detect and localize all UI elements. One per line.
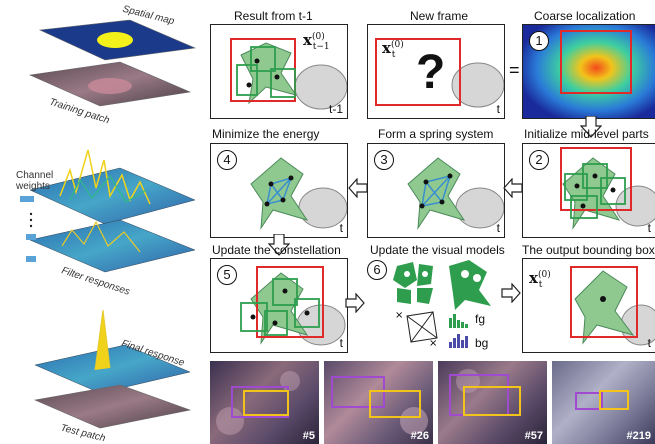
output-panel: x(0)t t (522, 258, 655, 353)
output-illustration (570, 266, 655, 346)
channel-weights-label-1: Channel (16, 170, 54, 181)
constellation-title: Update the constellation (212, 243, 341, 257)
energy-panel: 4 t (210, 143, 348, 238)
result-t-1-title: Result from t-1 (234, 9, 313, 23)
state-symbol: x (303, 31, 312, 49)
spring-corner: t (496, 221, 500, 235)
frame-boxes (449, 369, 521, 416)
new-frame-title: New frame (410, 9, 469, 23)
spatial-map-blob (97, 32, 133, 48)
init-parts-panel: 2 t (522, 143, 655, 238)
left-3d-illustrations (20, 19, 197, 429)
state-sup: (0) (537, 270, 551, 280)
energy-title: Minimize the energy (212, 127, 320, 141)
state-sub: t−1 (312, 42, 330, 52)
tracking-frame-57: #57 (438, 361, 547, 444)
step-4-badge: 4 (217, 150, 237, 170)
spring-illustration (407, 157, 504, 230)
frame-number: #26 (410, 430, 429, 442)
coarse-localization-title: Coarse localization (534, 9, 636, 23)
step-2-badge: 2 (529, 150, 549, 170)
visual-models-area: × × 6 fg bg (367, 258, 505, 353)
arrow-right-6-to-output (501, 283, 521, 303)
channel-weights-label-2: weights (16, 181, 50, 192)
arrow-left-3-to-4 (348, 178, 368, 198)
question-mark: ? (416, 46, 446, 99)
step-6-badge: 6 (367, 260, 387, 280)
final-response-peak (94, 309, 111, 371)
filter-response-peaks-1 (59, 149, 151, 205)
fg-label: fg (475, 312, 486, 326)
state-sub: t (538, 280, 543, 290)
init-parts-illustration (560, 147, 655, 230)
filter-response-plane-2 (29, 219, 196, 273)
svg-text:×: × (429, 338, 437, 349)
state-sub: t (391, 50, 396, 60)
bg-label: bg (475, 336, 489, 350)
state-sup: (0) (311, 32, 325, 42)
test-patch-plane (33, 384, 192, 429)
frame-boxes (331, 376, 428, 435)
arrow-down-1-to-2 (580, 116, 602, 138)
final-response-plane (34, 344, 191, 394)
tracking-frame-26: #26 (324, 361, 433, 444)
constellation-corner: t (339, 336, 343, 350)
new-frame-corner: t (496, 102, 500, 116)
step-1-badge: 1 (529, 31, 549, 51)
energy-illustration (250, 157, 347, 230)
spring-panel: 3 t (367, 143, 505, 238)
state-sup: (0) (390, 40, 404, 50)
frame-number: #219 (626, 430, 651, 442)
frame-boxes (575, 390, 629, 410)
frame-number: #5 (302, 430, 315, 442)
energy-corner: t (339, 221, 343, 235)
visual-models-title: Update the visual models (370, 243, 505, 257)
init-parts-title: Initialize mid-level parts (524, 127, 649, 141)
constellation-panel: 5 t (210, 258, 348, 353)
visual-models-illustration: × × (393, 260, 491, 349)
arrow-down-4-to-5 (268, 234, 290, 256)
spring-title: Form a spring system (378, 127, 494, 141)
arrow-right-5-to-6 (345, 293, 365, 313)
init-parts-corner: t (647, 221, 651, 235)
channel-weight-bar (26, 256, 36, 262)
result-t-1-corner: t-1 (328, 102, 343, 116)
output-corner: t (647, 336, 651, 350)
constellation-illustration (240, 266, 346, 346)
result-t-1-panel: x(0)t−1 t-1 (210, 24, 348, 119)
equals-sign: = (509, 60, 520, 80)
tracking-frame-219: #219 (552, 361, 655, 444)
new-frame-panel: x(0)t ? t (367, 24, 505, 119)
arrow-left-2-to-3 (503, 178, 523, 198)
step-5-badge: 5 (217, 265, 237, 285)
state-symbol: x (529, 269, 538, 287)
result-t-1-state: x(0)t−1 (303, 31, 330, 52)
new-frame-state: x(0)t (382, 39, 404, 60)
svg-text:×: × (395, 310, 403, 321)
frame-boxes (216, 371, 300, 435)
filter-response-plane-1 (29, 167, 196, 225)
output-title: The output bounding box (522, 243, 655, 257)
new-frame-illustration (375, 38, 504, 108)
channel-weight-bar (20, 196, 34, 202)
tracking-frame-5: #5 (210, 361, 319, 444)
result-t-1-illustration (230, 38, 347, 110)
frame-number: #57 (524, 430, 543, 442)
output-state: x(0)t (529, 269, 551, 290)
step-3-badge: 3 (374, 150, 394, 170)
state-symbol: x (382, 39, 391, 57)
coarse-localization-panel: 1 (522, 24, 655, 119)
channel-weight-bar (26, 234, 36, 240)
